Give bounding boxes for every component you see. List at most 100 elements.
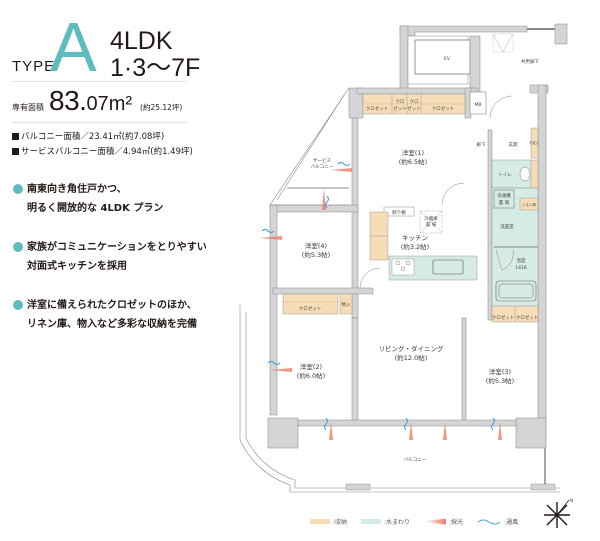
- svg-text:クロゼット: クロゼット: [432, 105, 455, 112]
- svg-text:洋室(4): 洋室(4): [305, 241, 327, 250]
- svg-text:バルコニー: バルコニー: [311, 164, 334, 170]
- svg-text:玄関: 玄関: [509, 141, 518, 148]
- room-western-4: 洋室(4) (約5.3帖): [302, 211, 389, 289]
- svg-text:下足入: 下足入: [529, 140, 540, 145]
- svg-text:(約12.0帖): (約12.0帖): [395, 353, 428, 362]
- svg-text:ゼット: ゼット: [407, 105, 421, 112]
- light-icon: [260, 236, 282, 240]
- plan-header: TYPE A 4LDK 1·3〜7F 専有面積 83. 07 m² (約25.1…: [0, 0, 230, 160]
- room4-closet-row: クロゼット 物入: [282, 293, 353, 315]
- svg-text:物入: 物入: [342, 301, 351, 308]
- light-icon: [443, 422, 447, 440]
- divider: [12, 122, 187, 123]
- svg-text:廊下: 廊下: [477, 141, 486, 148]
- light-icon: [498, 422, 502, 440]
- area-tsubo: (約25.12坪): [140, 103, 183, 112]
- elevator-core: EV 共用廊下: [399, 23, 568, 97]
- legend: :収納 :水まわり :採光 :通風: [310, 517, 532, 526]
- svg-text:クロゼット: クロゼット: [366, 105, 389, 112]
- room3-closets: クロゼット クロゼット: [492, 305, 539, 323]
- svg-text:リネン庫: リネン庫: [522, 202, 536, 207]
- ev-label: EV: [444, 56, 451, 62]
- area-label: 専有面積: [12, 103, 44, 112]
- compass-icon: N: [544, 498, 573, 528]
- room1-closets: クロゼット クロ ゼット クロ ゼット クロゼット: [362, 93, 466, 115]
- svg-text:洗濯機: 洗濯機: [497, 192, 511, 199]
- svg-text:(約6.0帖): (約6.0帖): [297, 371, 325, 380]
- feature-item: 南東向き角住戸かつ、 明るく開放的な 4LDK プラン: [12, 180, 232, 218]
- main-balcony: バルコニー: [239, 305, 560, 493]
- layout-name: 4LDK: [110, 27, 173, 55]
- corridor-label: 共用廊下: [521, 58, 539, 65]
- svg-text:バルコニー: バルコニー: [404, 457, 427, 463]
- bullet-dot-icon: [13, 242, 23, 252]
- svg-text:クロゼット: クロゼット: [516, 314, 539, 321]
- svg-text:(約3.2帖): (約3.2帖): [401, 242, 429, 251]
- svg-text:浴室: 浴室: [517, 257, 526, 264]
- bullet-square-icon: [12, 147, 19, 155]
- light-icon: [330, 168, 352, 172]
- bullet-square-icon: [12, 132, 19, 140]
- svg-text:冷蔵庫: 冷蔵庫: [424, 215, 438, 222]
- svg-text:N: N: [570, 498, 573, 503]
- floor-plan: EV 共用廊下 サービス バルコニー: [220, 0, 600, 541]
- svg-text:クロ: クロ: [396, 99, 405, 105]
- legend-water: :水まわり: [361, 517, 410, 526]
- svg-text:(約5.3帖): (約5.3帖): [486, 376, 514, 385]
- light-icon: [329, 422, 333, 440]
- toilet: トイレ: [491, 159, 539, 189]
- area-unit: m²: [108, 93, 133, 115]
- feature-item: 家族がコミュニケーションをとりやすい 対面式キッチンを採用: [12, 238, 232, 276]
- svg-text:クロゼット: クロゼット: [299, 305, 322, 312]
- svg-text:リビング・ダイニング: リビング・ダイニング: [379, 344, 445, 353]
- bullet-dot-icon: [13, 184, 23, 194]
- light-icon: [270, 368, 292, 372]
- svg-text:ゼット: ゼット: [393, 105, 407, 112]
- svg-text:洋室(3): 洋室(3): [489, 367, 511, 376]
- legend-wind: :通風: [477, 517, 518, 526]
- kitchen: 飾り棚 冷蔵庫 置 場 キッチン (約3.2帖): [383, 206, 478, 281]
- floor-area: 専有面積 83. 07 m² (約25.12坪): [12, 85, 182, 119]
- feature-item: 洋室に備えられたクロゼットのほか、 リネン庫、物入など多彩な収納を完備: [12, 296, 232, 334]
- svg-text:1418: 1418: [515, 265, 527, 271]
- svg-text:(約6.5帖): (約6.5帖): [399, 157, 427, 166]
- svg-text:クロゼット: クロゼット: [492, 314, 515, 321]
- svg-text:飾り棚: 飾り棚: [392, 209, 406, 216]
- divider: [12, 81, 187, 82]
- svg-text:洋室(2): 洋室(2): [300, 362, 322, 371]
- svg-text:置 場: 置 場: [426, 221, 437, 228]
- service-balcony: サービス バルコニー: [269, 87, 350, 206]
- light-wind-markers: [260, 161, 502, 440]
- mb-shaft: MB: [469, 91, 513, 119]
- light-icon: [424, 518, 447, 525]
- wash-bath-area: 洗濯機 置 場 リネン庫 洗面室 浴室 1418: [491, 187, 539, 321]
- living-dining: リビング・ダイニング (約12.0帖): [379, 344, 445, 362]
- svg-text:キッチン: キッチン: [402, 234, 428, 242]
- light-icon: [409, 422, 413, 440]
- storage-swatch: [310, 519, 330, 524]
- outer-walls: [267, 84, 549, 449]
- type-label: TYPE: [12, 58, 56, 75]
- svg-text:洋室(1): 洋室(1): [402, 148, 424, 157]
- room-western-1: 洋室(1) (約6.5帖): [399, 148, 465, 206]
- legend-light: :採光: [424, 517, 463, 526]
- area-value-decimal: 07: [86, 93, 109, 115]
- svg-text:MB: MB: [475, 102, 482, 108]
- svg-text:トイレ: トイレ: [498, 173, 512, 178]
- room-western-2: 洋室(2) (約6.0帖): [297, 362, 325, 380]
- wind-icon: [477, 519, 501, 524]
- balcony-area: バルコニー面積／23.41㎡(約7.08坪): [12, 130, 164, 142]
- svg-text:置 場: 置 場: [499, 199, 510, 206]
- area-value-integer: 83.: [49, 85, 87, 116]
- wind-icon: [337, 161, 351, 167]
- svg-text:サービス: サービス: [313, 157, 331, 164]
- svg-text:洗面室: 洗面室: [500, 223, 514, 230]
- type-letter: A: [50, 8, 97, 86]
- feature-list: 南東向き角住戸かつ、 明るく開放的な 4LDK プラン 家族がコミュニケーション…: [12, 180, 232, 354]
- bullet-dot-icon: [13, 300, 23, 310]
- svg-text:クロ: クロ: [410, 99, 419, 105]
- service-balcony-area: サービスバルコニー面積／4.94㎡(約1.49坪): [12, 145, 193, 157]
- water-swatch: [361, 519, 382, 524]
- svg-text:(約5.3帖): (約5.3帖): [302, 250, 330, 259]
- room-western-3: 洋室(3) (約5.3帖): [486, 367, 514, 385]
